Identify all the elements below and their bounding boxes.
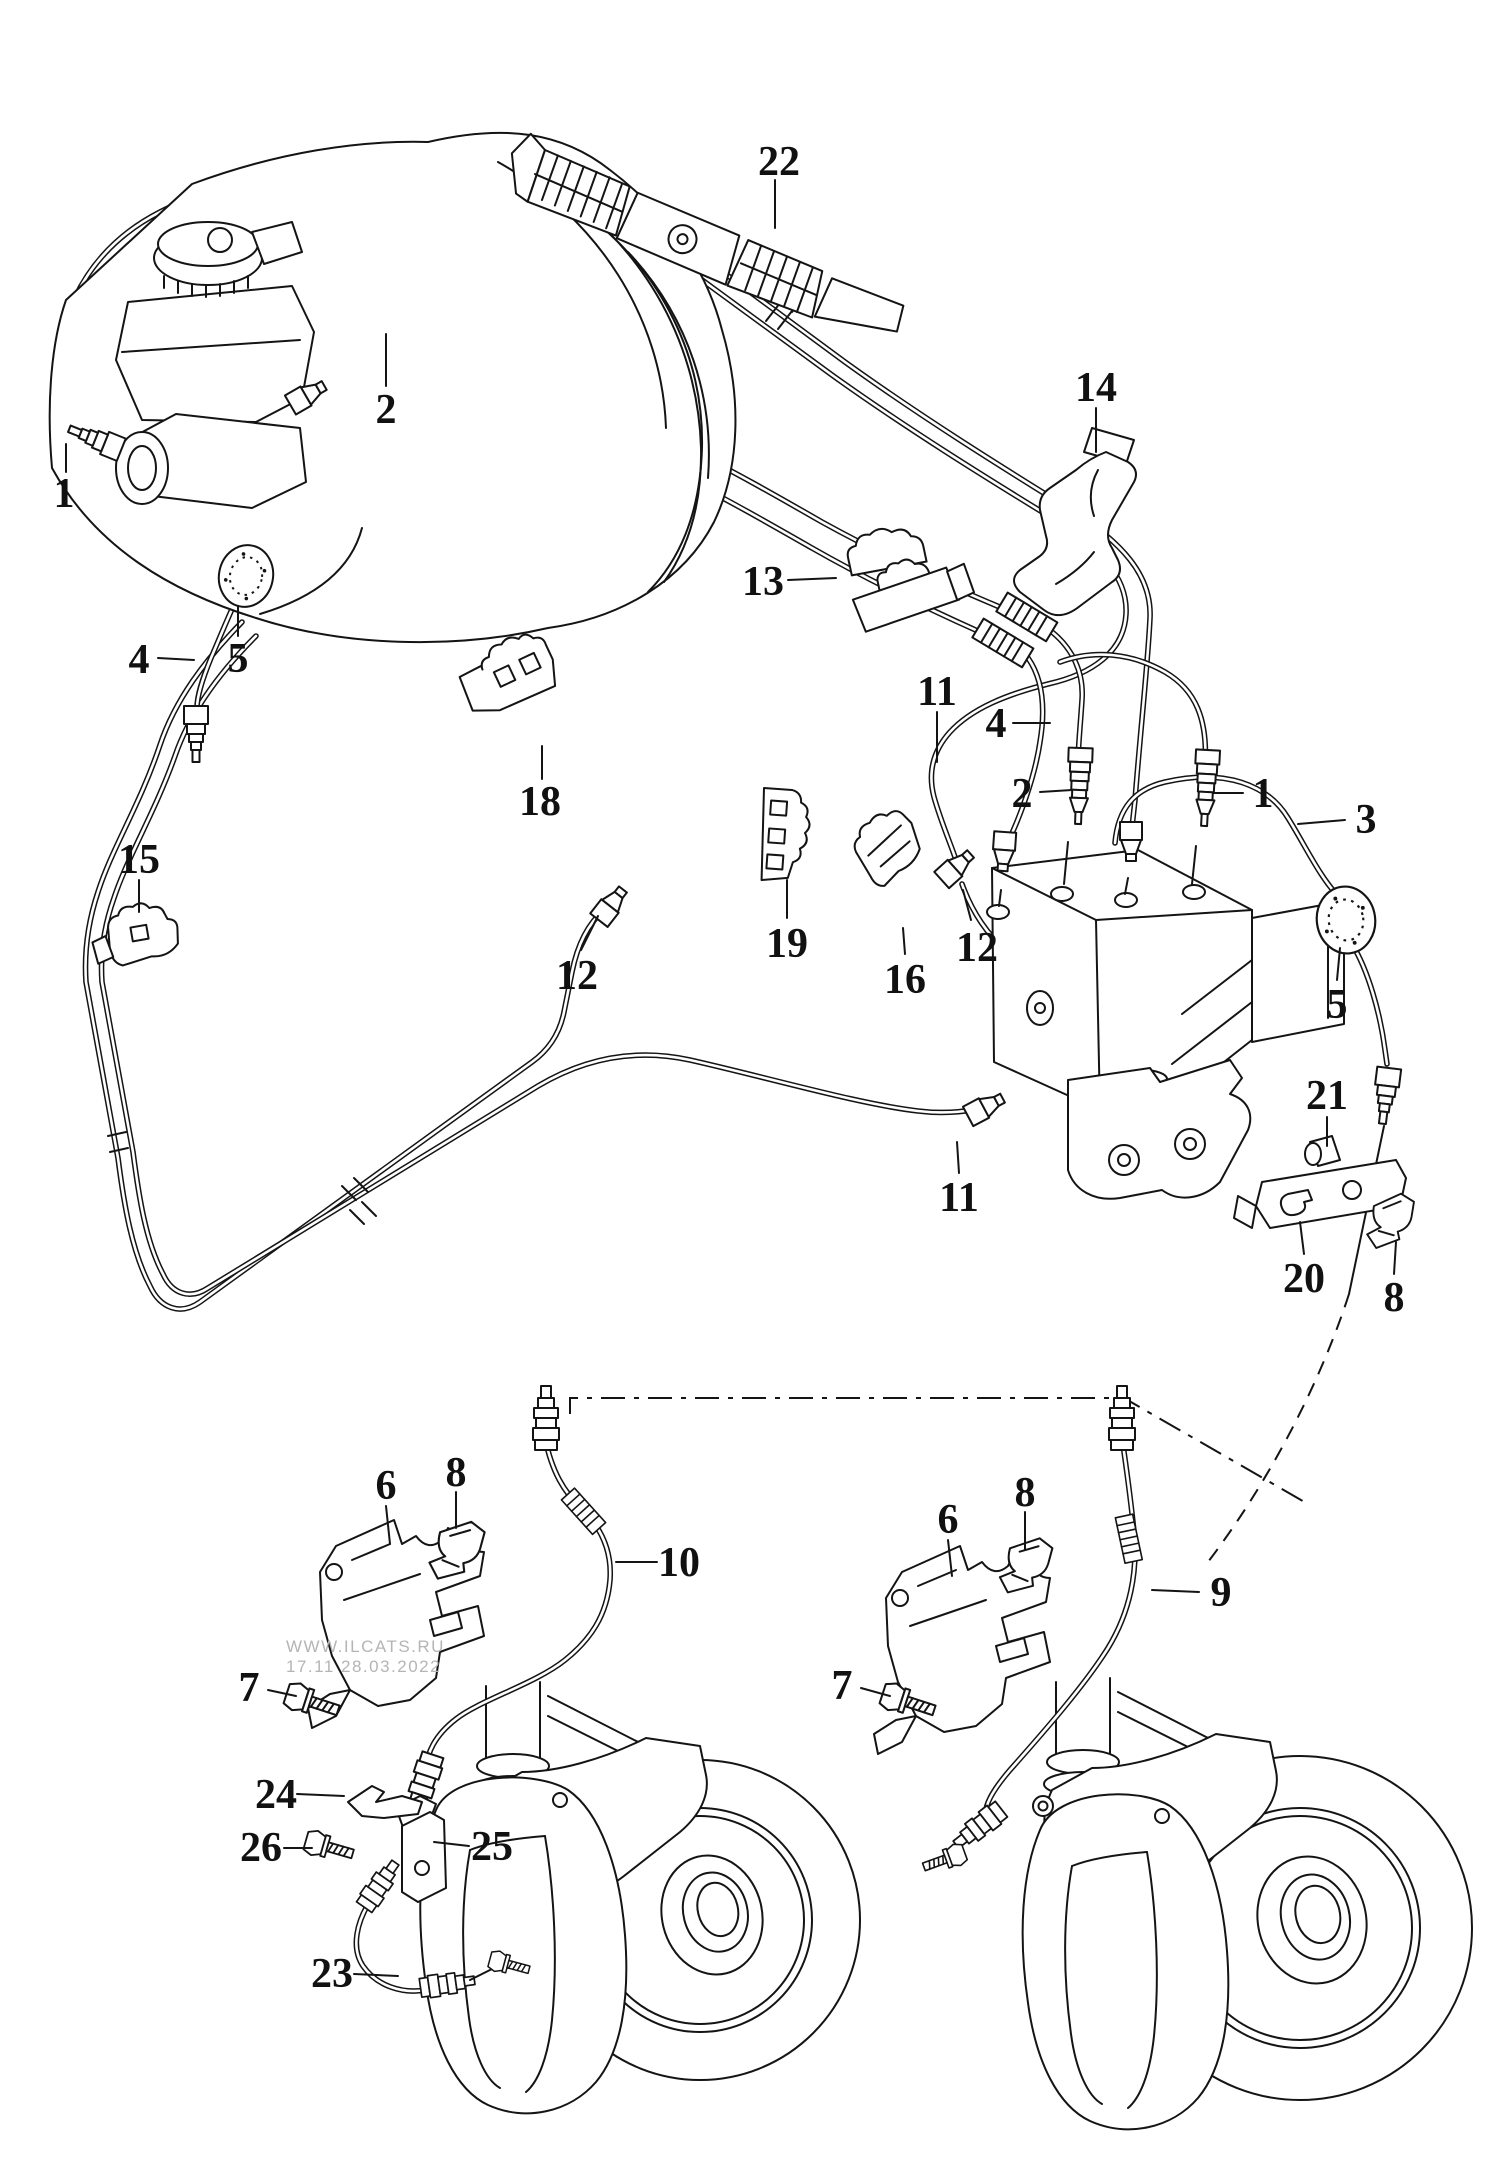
watermark-line2: 17.11 28.03.2022	[286, 1657, 441, 1676]
brake-caliper-left	[419, 1776, 628, 2115]
watermark: WWW.ILCATS.RU 17.11 28.03.2022	[286, 1637, 445, 1676]
clip-24	[347, 1785, 423, 1819]
callout-25-bracket: 25	[471, 1824, 513, 1870]
callout-9-hose: 9	[1211, 1570, 1232, 1616]
heat-shield-22	[510, 132, 905, 333]
front-left-brake-assembly	[281, 1385, 861, 2115]
hose-23-upper-fitting	[354, 1855, 406, 1915]
pipe-clip-15	[91, 902, 179, 967]
callout-26-bolt: 26	[240, 1825, 282, 1871]
callout-8-clip-left: 8	[446, 1450, 467, 1496]
callout-6-bracket-right: 6	[938, 1497, 959, 1543]
abs-pipe-unions	[589, 746, 1222, 1128]
callout-8-clip-mid: 8	[1015, 1470, 1036, 1516]
callout-6-bracket-left: 6	[376, 1463, 397, 1509]
brake-fluid-reservoir	[115, 221, 315, 423]
callout-1-master-union: 1	[54, 471, 75, 517]
abs-mounting-bracket	[1067, 1059, 1252, 1200]
callout-20-bracket: 20	[1283, 1256, 1325, 1302]
hose-10-sleeve	[560, 1487, 607, 1536]
brake-booster-assembly	[48, 131, 737, 644]
callout-22-heat-shield: 22	[758, 139, 800, 185]
callout-5-grommet-right: 5	[1327, 982, 1348, 1028]
callout-23-hose: 23	[311, 1951, 353, 1997]
callout-24-clip: 24	[255, 1772, 297, 1818]
callout-1-pipe-mid: 1	[1253, 771, 1274, 817]
callout-5-grommet-left: 5	[228, 636, 249, 682]
callout-11-pipe-lower: 11	[939, 1175, 979, 1221]
hose-9-upper-fitting	[1108, 1385, 1136, 1451]
pipe-2-union	[1065, 746, 1094, 826]
pipe-11-lower-fitting	[961, 1087, 1009, 1128]
callout-12-union-mid: 12	[956, 925, 998, 971]
master-cylinder	[63, 374, 331, 509]
callout-12-union-left: 12	[556, 953, 598, 999]
callout-2-pipe-mid: 2	[1012, 771, 1033, 817]
abs-hydraulic-unit	[986, 849, 1345, 1200]
banjo-bolt-right	[919, 1840, 970, 1879]
pipe-clip-13	[846, 527, 976, 633]
watermark-line1: WWW.ILCATS.RU	[286, 1637, 445, 1656]
callout-13-clip: 13	[742, 559, 784, 605]
pipe-clip-18	[458, 633, 557, 712]
right-bulkhead-group	[1207, 881, 1416, 1563]
pipe-clip-19	[760, 787, 811, 882]
callout-3-pipe: 3	[1356, 797, 1377, 843]
hose-9-sleeve	[1114, 1513, 1144, 1565]
callout-2-supply-pipe: 2	[376, 387, 397, 433]
callout-16-clip: 16	[884, 957, 926, 1003]
callout-14-clip: 14	[1075, 365, 1117, 411]
callout-7-bolt-right: 7	[832, 1663, 853, 1709]
hose-10-upper-fitting	[532, 1385, 560, 1451]
callout-leaders	[65, 179, 1397, 1977]
callout-11-pipe-upper: 11	[917, 669, 957, 715]
pipe-clip-16	[853, 810, 921, 887]
callout-8-clip-right: 8	[1384, 1275, 1405, 1321]
callout-15-clip: 15	[118, 837, 160, 883]
front-right-brake-assembly	[873, 1385, 1473, 2131]
callout-7-bolt-left: 7	[239, 1665, 260, 1711]
brake-caliper-right	[1021, 1793, 1230, 2131]
callout-10-hose: 10	[658, 1540, 700, 1586]
callout-19-clip: 19	[766, 921, 808, 967]
pipe-1-union	[1191, 748, 1222, 828]
pipe-4-left-fitting	[183, 705, 209, 763]
callout-labels: 1 2 22 14 13 4 5 18 11 4 2 1 3 15 12 19 …	[54, 139, 1405, 1997]
abs-inlet-ports	[986, 884, 1206, 920]
callout-4-pipe-mid: 4	[986, 701, 1007, 747]
callout-4-pipe-left: 4	[129, 637, 150, 683]
pipe-clip-14	[1013, 427, 1137, 617]
callout-21-bolt: 21	[1306, 1073, 1348, 1119]
fold-lines	[569, 1397, 1309, 1505]
rear-pipe-fitting	[1369, 1065, 1403, 1127]
callout-18-clip: 18	[519, 779, 561, 825]
